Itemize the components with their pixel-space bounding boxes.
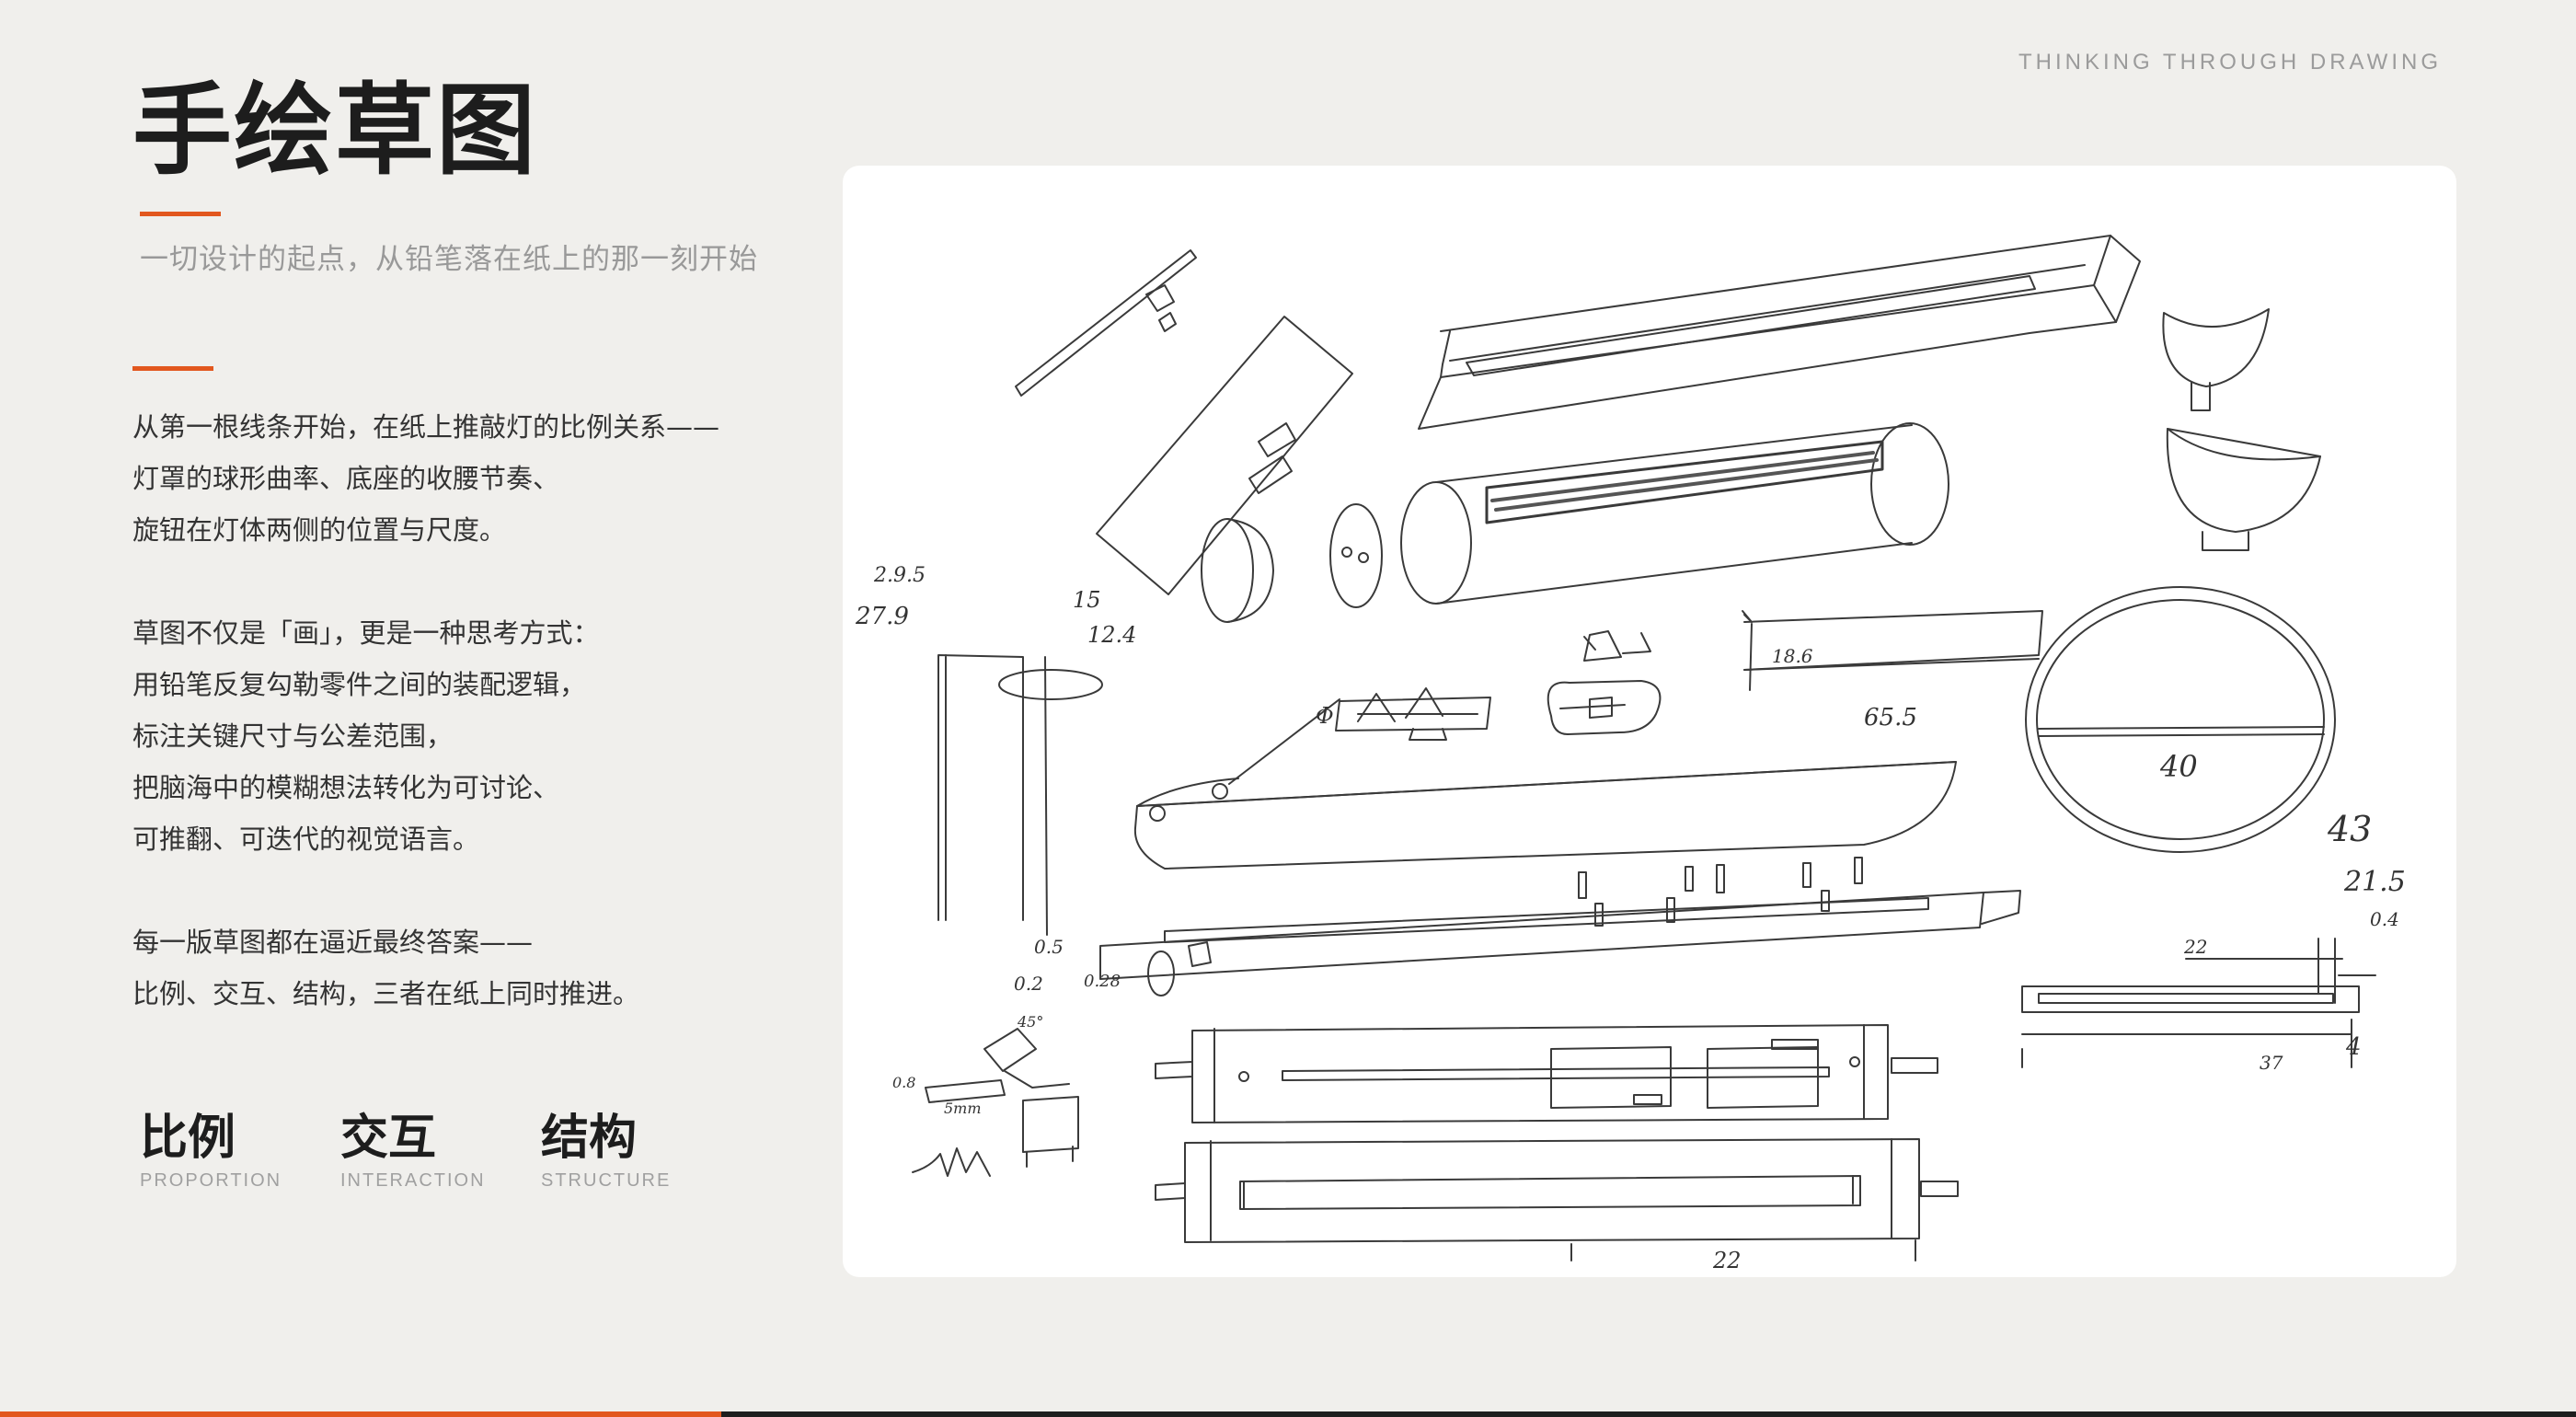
sketch-part-dome-shells <box>2162 308 2321 551</box>
paragraph: 每一版草图都在逼近最终答案—— 比例、交互、结构，三者在纸上同时推进。 <box>132 916 813 1020</box>
sketch-image-card: 2.9.5 27.9 15 12.4 Φ 18.6 65.5 40 43 21.… <box>843 166 2456 1277</box>
annotation: 0.5 <box>1034 936 1064 958</box>
sketch-part-column <box>937 654 1103 936</box>
pillar-subtitle: PROPORTION <box>140 1169 282 1191</box>
sketch-part-cylinder <box>1400 422 1949 605</box>
sketch-part-rod <box>1015 249 1197 397</box>
annotation: 45° <box>1017 1013 1043 1031</box>
pencil-sketch-drawing: 2.9.5 27.9 15 12.4 Φ 18.6 65.5 40 43 21.… <box>855 235 2406 1273</box>
body-text: 从第一根线条开始，在纸上推敲灯的比例关系—— 灯罩的球形曲率、底座的收腰节奏、 … <box>132 401 813 1071</box>
annotation: Φ <box>1316 703 1334 729</box>
pillar-structure: 结构 STRUCTURE <box>541 1111 742 1192</box>
body-accent-line <box>132 366 213 371</box>
annotation: 43 <box>2327 809 2372 849</box>
pillar-title: 比例 <box>140 1111 236 1166</box>
progress-bar-fill <box>0 1411 721 1417</box>
sketch-annotations: 2.9.5 27.9 15 12.4 Φ 18.6 65.5 40 43 21.… <box>855 564 2406 1273</box>
pillar-interaction: 交互 INTERACTION <box>340 1111 541 1192</box>
annotation: 0.28 <box>1084 972 1121 991</box>
sketch-part-ring <box>2025 586 2336 853</box>
paragraph-line: 可推翻、可迭代的视觉语言。 <box>132 824 480 855</box>
annotation: 0.2 <box>1014 973 1043 995</box>
title-accent-line <box>140 212 221 216</box>
annotation: 12.4 <box>1087 622 1136 648</box>
pillar-title: 交互 <box>340 1111 437 1166</box>
paragraph-line: 用铅笔反复勾勒零件之间的装配逻辑， <box>132 669 587 700</box>
pillar-list: 比例 PROPORTION 交互 INTERACTION 结构 STRUCTUR… <box>140 1111 742 1192</box>
paragraph-line: 把脑海中的模糊想法转化为可讨论、 <box>132 772 560 803</box>
annotation: 65.5 <box>1864 704 1917 732</box>
pillar-proportion: 比例 PROPORTION <box>140 1111 340 1192</box>
pillar-subtitle: STRUCTURE <box>541 1169 672 1191</box>
eyebrow-label: THINKING THROUGH DRAWING <box>2018 50 2442 75</box>
annotation: 22 <box>1712 1248 1742 1273</box>
annotation: 27.9 <box>855 603 909 630</box>
annotation: 21.5 <box>2343 866 2406 898</box>
sketch-part-knobs <box>1201 503 1383 623</box>
sketch-part-frame-bottom <box>1155 1138 1959 1261</box>
sketch-part-rail <box>1099 857 2021 997</box>
sketch-part-long-housing <box>1133 698 1957 870</box>
annotation: 4 <box>2345 1033 2362 1061</box>
sketch-part-details <box>912 1028 1079 1177</box>
annotation: 2.9.5 <box>873 564 926 587</box>
annotation: 0.8 <box>892 1074 915 1091</box>
paragraph-line: 草图不仅是「画」，更是一种思考方式： <box>132 617 600 649</box>
paragraph-line: 灯罩的球形曲率、底座的收腰节奏、 <box>132 463 560 494</box>
sketch-part-clips <box>1335 630 1662 741</box>
annotation: 37 <box>2260 1052 2283 1074</box>
annotation: 5mm <box>944 1100 982 1117</box>
paragraph-line: 比例、交互、结构，三者在纸上同时推进。 <box>132 978 640 1009</box>
pillar-subtitle: INTERACTION <box>340 1169 486 1191</box>
sketch-part-tray <box>1418 235 2141 430</box>
paragraph-line: 从第一根线条开始，在纸上推敲灯的比例关系—— <box>132 411 720 443</box>
pillar-title: 结构 <box>541 1111 638 1166</box>
paragraph-line: 标注关键尺寸与公差范围， <box>132 720 454 752</box>
sketch-part-bar <box>1742 610 2043 691</box>
annotation: 22 <box>2183 936 2207 958</box>
annotation: 15 <box>1073 587 1101 613</box>
sketch-part-frame-top <box>1155 1024 1938 1123</box>
progress-bar <box>0 1411 2576 1417</box>
sketch-part-plate <box>1096 316 1353 595</box>
paragraph-line: 每一版草图都在逼近最终答案—— <box>132 927 534 958</box>
paragraph: 从第一根线条开始，在纸上推敲灯的比例关系—— 灯罩的球形曲率、底座的收腰节奏、 … <box>132 401 813 556</box>
annotation: 18.6 <box>1772 645 1813 667</box>
paragraph: 草图不仅是「画」，更是一种思考方式： 用铅笔反复勾勒零件之间的装配逻辑， 标注关… <box>132 607 813 865</box>
annotation: 40 <box>2159 749 2198 784</box>
page-subtitle: 一切设计的起点，从铅笔落在纸上的那一刻开始 <box>140 243 758 276</box>
paragraph-line: 旋钮在灯体两侧的位置与尺度。 <box>132 514 507 546</box>
page-title: 手绘草图 <box>132 74 538 189</box>
annotation: 0.4 <box>2370 908 2399 930</box>
sketch-part-side-rail <box>2021 938 2376 1068</box>
